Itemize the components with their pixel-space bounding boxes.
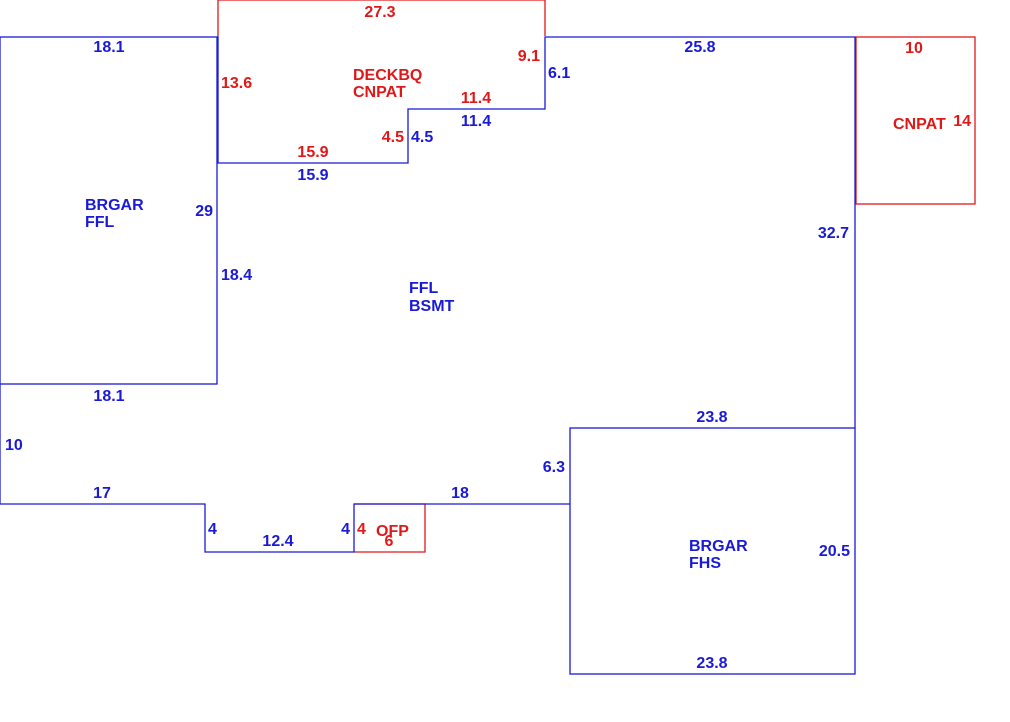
main-house-label-2: BSMT	[409, 298, 455, 315]
garage-left-outline	[0, 36, 218, 385]
dim-house-left-lower: 10	[5, 437, 23, 454]
dim-deck-left: 13.6	[221, 75, 252, 92]
dim-garage2-bottom: 23.8	[696, 655, 727, 672]
dim-house-step-side: 4.5	[411, 129, 433, 146]
garage-bottom-outline	[569, 427, 856, 675]
garage-bottom-label-1: BRGAR	[689, 538, 748, 555]
dim-garage2-side: 20.5	[819, 543, 850, 560]
dim-garage-side: 29	[195, 203, 213, 220]
dim-garage-bottom: 18.1	[93, 388, 124, 405]
dim-deck-top: 27.3	[364, 4, 395, 21]
dim-house-top-right: 25.8	[684, 39, 715, 56]
dim-porch-bottom: 6	[385, 533, 394, 550]
dim-house-notch-bottom: 12.4	[262, 533, 293, 550]
main-house-outline	[217, 36, 856, 428]
dim-house-connector: 6.3	[543, 459, 565, 476]
dim-house-right: 32.7	[818, 225, 849, 242]
dim-deck-right: 9.1	[518, 48, 540, 65]
dim-carport-side: 14	[953, 113, 971, 130]
dim-deck-bottom: 15.9	[297, 144, 328, 161]
carport-outline	[855, 36, 976, 205]
dim-house-step-top: 11.4	[461, 113, 491, 130]
dim-house-notch-side-left: 4	[208, 521, 217, 538]
deck-outline	[217, 0, 546, 36]
carport-label: CNPAT	[893, 116, 946, 133]
garage-bottom-label-2: FHS	[689, 555, 721, 572]
dim-house-step-bottom: 15.9	[297, 167, 328, 184]
dim-porch-side: 4	[357, 521, 366, 538]
garage-left-label-1: BRGAR	[85, 197, 144, 214]
garage-left-label-2: FFL	[85, 214, 115, 231]
main-house-label-1: FFL	[409, 280, 439, 297]
dim-garage2-top: 23.8	[696, 409, 727, 426]
dim-house-right-notch: 6.1	[548, 65, 570, 82]
dim-house-left-upper: 18.4	[221, 267, 252, 284]
dim-garage-top: 18.1	[93, 39, 124, 56]
dim-carport-top: 10	[905, 40, 923, 57]
main-house-lower-outline	[0, 384, 570, 553]
deck-label-2: CNPAT	[353, 84, 406, 101]
deck-label-1: DECKBQ	[353, 67, 422, 84]
dim-deck-step-side: 4.5	[382, 129, 404, 146]
dim-house-notch-side-right: 4	[341, 521, 350, 538]
porch-label: OFP	[376, 523, 409, 540]
dim-house-bottom-left: 17	[93, 485, 111, 502]
dim-house-bottom-mid: 18	[451, 485, 469, 502]
dim-deck-step-top: 11.4	[461, 90, 491, 107]
